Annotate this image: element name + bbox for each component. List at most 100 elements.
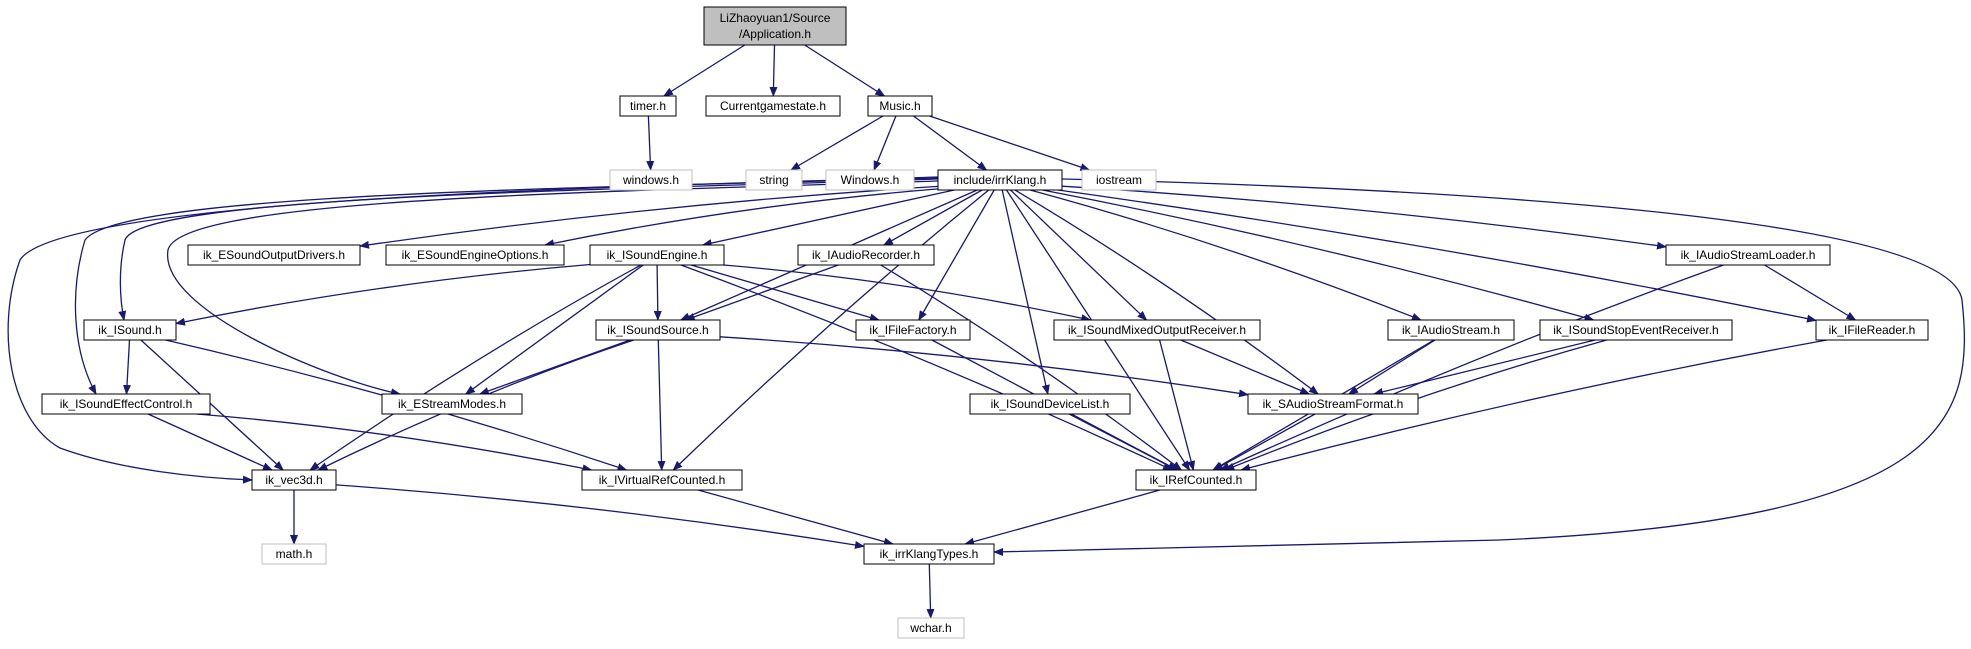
node-box-ivrc [581, 469, 743, 491]
node-issrc[interactable]: ik_ISoundSource.h [595, 319, 721, 341]
edge-irrklang-to-eseo [544, 188, 939, 248]
node-label-ismor: ik_ISoundMixedOutputReceiver.h [1068, 323, 1246, 337]
node-label-isound: ik_ISound.h [98, 323, 161, 337]
node-label-iarec: ik_IAudioRecorder.h [812, 248, 920, 262]
edge-root-to-music [804, 44, 886, 97]
node-vec3d[interactable]: ik_vec3d.h [251, 469, 337, 491]
node-box-isser [1539, 319, 1733, 341]
node-cgs[interactable]: Currentgamestate.h [705, 95, 841, 117]
node-iasl[interactable]: ik_IAudioStreamLoader.h [1665, 244, 1831, 266]
edge-irrklang-to-esm [167, 180, 939, 397]
node-ifr[interactable]: ik_IFileReader.h [1815, 319, 1929, 341]
node-irrklang[interactable]: include/irrKlang.h [937, 169, 1063, 191]
node-box-issrc [595, 319, 721, 341]
node-timer[interactable]: timer.h [619, 95, 677, 117]
edge-irrklang-to-esod [359, 185, 939, 249]
edges-layer [7, 44, 1966, 619]
edge-issrc-to-ivrc [657, 339, 666, 471]
node-root[interactable]: LiZhaoyuan1/Source/Application.h [703, 6, 847, 46]
node-ismor[interactable]: ik_ISoundMixedOutputReceiver.h [1053, 319, 1261, 341]
edge-iarec-to-irc [880, 264, 1183, 471]
edge-irc-to-ikt [964, 489, 1161, 546]
edge-music-to-string [790, 115, 884, 171]
edge-irrklang-to-sasf [1014, 189, 1319, 395]
edge-iseng-to-iff [690, 264, 880, 322]
node-label-string: string [759, 173, 788, 187]
edge-irrklang-to-iseng [701, 189, 955, 247]
node-label-math: math.h [276, 547, 313, 561]
node-isec[interactable]: ik_ISoundEffectControl.h [41, 393, 211, 415]
node-label-music: Music.h [879, 99, 920, 113]
edge-irrklang-to-ias [1029, 189, 1422, 321]
edge-ismor-to-irc [1158, 339, 1196, 471]
edge-ias-to-sasf [1348, 339, 1436, 395]
node-box-iostream [1081, 169, 1157, 191]
node-isound[interactable]: ik_ISound.h [83, 319, 177, 341]
edge-ikt-to-wchar [926, 563, 935, 619]
node-label-windows_lc: windows.h [622, 173, 679, 187]
edge-irrklang-to-ismor [1010, 189, 1148, 321]
node-math: math.h [261, 543, 327, 565]
node-label-windows_uc: Windows.h [841, 173, 900, 187]
edge-irrklang-to-vec3d [7, 176, 939, 484]
node-iarec[interactable]: ik_IAudioRecorder.h [797, 244, 935, 266]
node-wchar: wchar.h [897, 617, 965, 639]
node-iff[interactable]: ik_IFileFactory.h [855, 319, 971, 341]
edge-iseng-to-ismor [723, 264, 1092, 323]
node-ias[interactable]: ik_IAudioStream.h [1387, 319, 1515, 341]
node-ikt[interactable]: ik_irrKlangTypes.h [863, 543, 995, 565]
edge-root-to-cgs [769, 44, 778, 97]
node-eseo[interactable]: ik_ESoundEngineOptions.h [385, 244, 565, 266]
node-label-irc: ik_IRefCounted.h [1150, 473, 1243, 487]
node-box-eseo [385, 244, 565, 266]
nodes-layer: LiZhaoyuan1/Source/Application.h timer.h C… [41, 6, 1929, 639]
edge-issrc-to-sasf [719, 336, 1249, 398]
node-box-iasl [1665, 244, 1831, 266]
edge-irrklang-to-iff [918, 189, 995, 321]
edge-iasl-to-irc [1219, 264, 1724, 471]
node-label-ivrc: ik_IVirtualRefCounted.h [599, 473, 726, 487]
node-label-isser: ik_ISoundStopEventReceiver.h [1553, 323, 1718, 337]
node-esm[interactable]: ik_EStreamModes.h [381, 393, 523, 415]
edge-iseng-to-isound [175, 263, 591, 326]
edge-music-to-windows_uc [873, 115, 897, 171]
node-box-windows_lc [609, 169, 693, 191]
node-iseng[interactable]: ik_ISoundEngine.h [589, 244, 725, 266]
node-label-wchar: wchar.h [909, 621, 951, 635]
node-box-esm [381, 393, 523, 415]
node-box-isdl [969, 393, 1131, 415]
node-box-isec [41, 393, 211, 415]
node-irc[interactable]: ik_IRefCounted.h [1135, 469, 1257, 491]
node-box-irc [1135, 469, 1257, 491]
edge-ismor-to-sasf [1180, 339, 1311, 395]
edge-irrklang-to-ifr [1058, 189, 1817, 323]
node-box-cgs [705, 95, 841, 117]
node-isdl[interactable]: ik_ISoundDeviceList.h [969, 393, 1131, 415]
node-label-iasl: ik_IAudioStreamLoader.h [1681, 248, 1816, 262]
node-box-string [745, 169, 803, 191]
node-box-vec3d [251, 469, 337, 491]
node-box-wchar [897, 617, 965, 639]
node-label-ikt: ik_irrKlangTypes.h [880, 547, 979, 561]
edge-root-to-timer [663, 44, 746, 97]
node-box-root [703, 6, 847, 46]
node-music[interactable]: Music.h [867, 95, 933, 117]
node-box-iarec [797, 244, 935, 266]
edge-music-to-iostream [929, 115, 1091, 171]
edge-isound-to-isec [123, 339, 131, 395]
node-esod[interactable]: ik_ESoundOutputDrivers.h [187, 244, 361, 266]
edge-sasf-to-irc [1213, 413, 1316, 471]
node-box-ifr [1815, 319, 1929, 341]
node-isser[interactable]: ik_ISoundStopEventReceiver.h [1539, 319, 1733, 341]
node-label-issrc: ik_ISoundSource.h [607, 323, 708, 337]
node-label-isdl: ik_ISoundDeviceList.h [991, 397, 1110, 411]
node-windows_lc: windows.h [609, 169, 693, 191]
node-label-cgs: Currentgamestate.h [720, 99, 826, 113]
node-sasf[interactable]: ik_SAudioStreamFormat.h [1247, 393, 1419, 415]
edge-iseng-to-issrc [653, 264, 662, 321]
node-box-math [261, 543, 327, 565]
node-ivrc[interactable]: ik_IVirtualRefCounted.h [581, 469, 743, 491]
edge-iarec-to-issrc [684, 264, 839, 321]
node-box-music [867, 95, 933, 117]
